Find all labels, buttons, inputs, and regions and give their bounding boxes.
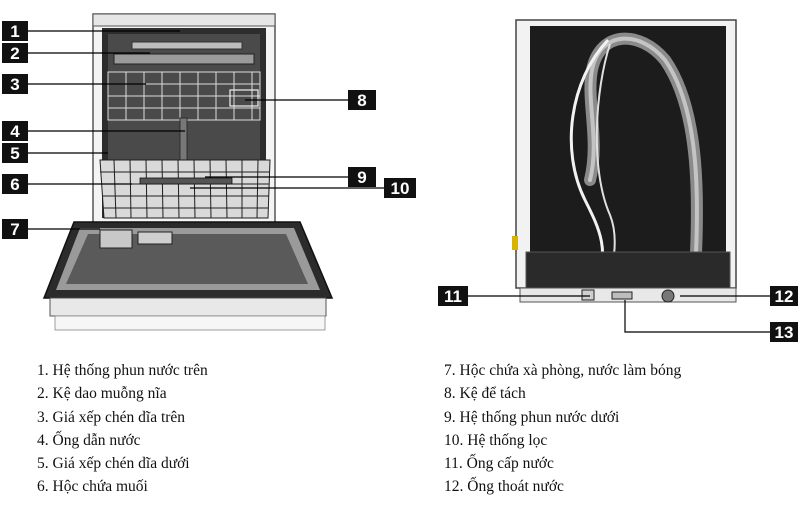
- callout-2: 2: [2, 43, 28, 63]
- legend-item: 2. Kệ dao muỗng nĩa: [37, 385, 167, 403]
- legend-item: 11. Ống cấp nước: [444, 455, 554, 473]
- callout-box: [2, 174, 28, 194]
- callout-box: [2, 219, 28, 239]
- callout-11: 11: [438, 286, 468, 306]
- callout-5: 5: [2, 143, 28, 163]
- legend-item: 5. Giá xếp chén dĩa dưới: [37, 455, 190, 473]
- callout-label: 2: [10, 44, 19, 63]
- callout-label: 12: [775, 287, 794, 306]
- callout-12: 12: [770, 286, 798, 306]
- callout-10: 10: [384, 178, 416, 198]
- legend-item: 6. Hộc chứa muối: [37, 478, 148, 496]
- callout-label: 9: [357, 168, 366, 187]
- callout-label: 7: [10, 220, 19, 239]
- legend-item: 1. Hệ thống phun nước trên: [37, 362, 208, 379]
- legend-item: 7. Hộc chứa xà phòng, nước làm bóng: [444, 362, 682, 379]
- callout-6: 6: [2, 174, 28, 194]
- callout-label: 3: [10, 75, 19, 94]
- callout-4: 4: [2, 121, 28, 141]
- legend-item: 12. Ống thoát nước: [444, 478, 564, 496]
- callout-label: 6: [10, 175, 19, 194]
- callout-box: [348, 90, 376, 110]
- callout-label: 1: [10, 22, 19, 41]
- back-view-illustration: [512, 19, 737, 303]
- callout-8: 8: [348, 90, 376, 110]
- callout-3: 3: [2, 74, 28, 94]
- legend-item: 8. Kệ để tách: [444, 385, 526, 403]
- callout-13: 13: [770, 322, 798, 342]
- front-leader-lines: [27, 30, 384, 230]
- callout-label: 11: [444, 287, 462, 306]
- callout-label: 5: [10, 144, 19, 163]
- back-leader-lines: [467, 295, 770, 333]
- legend-item: 4. Ống dẫn nước: [37, 431, 141, 449]
- legend-item: 9. Hệ thống phun nước dưới: [444, 408, 620, 426]
- legend-item: 10. Hệ thống lọc: [444, 431, 548, 449]
- callout-box: [438, 286, 468, 306]
- callout-box: [2, 143, 28, 163]
- callout-box: [770, 286, 798, 306]
- legend-item: 3. Giá xếp chén dĩa trên: [37, 408, 186, 426]
- callout-box: [2, 121, 28, 141]
- callout-7: 7: [2, 219, 28, 239]
- callout-label: 10: [391, 179, 410, 198]
- callout-box: [2, 43, 28, 63]
- legend-left: 1. Hệ thống phun nước trên 2. Kệ dao muỗ…: [37, 359, 208, 499]
- callout-box: [2, 74, 28, 94]
- callout-box: [384, 178, 416, 198]
- callout-1: 1: [2, 21, 28, 41]
- callout-box: [348, 167, 376, 187]
- callout-label: 8: [357, 91, 366, 110]
- callout-box: [2, 21, 28, 41]
- callout-box: [770, 322, 798, 342]
- front-view-illustration: [42, 13, 334, 331]
- callout-label: 13: [775, 323, 794, 342]
- legend-right: 7. Hộc chứa xà phòng, nước làm bóng 8. K…: [444, 359, 681, 499]
- callout-9: 9: [348, 167, 376, 187]
- callout-label: 4: [10, 122, 20, 141]
